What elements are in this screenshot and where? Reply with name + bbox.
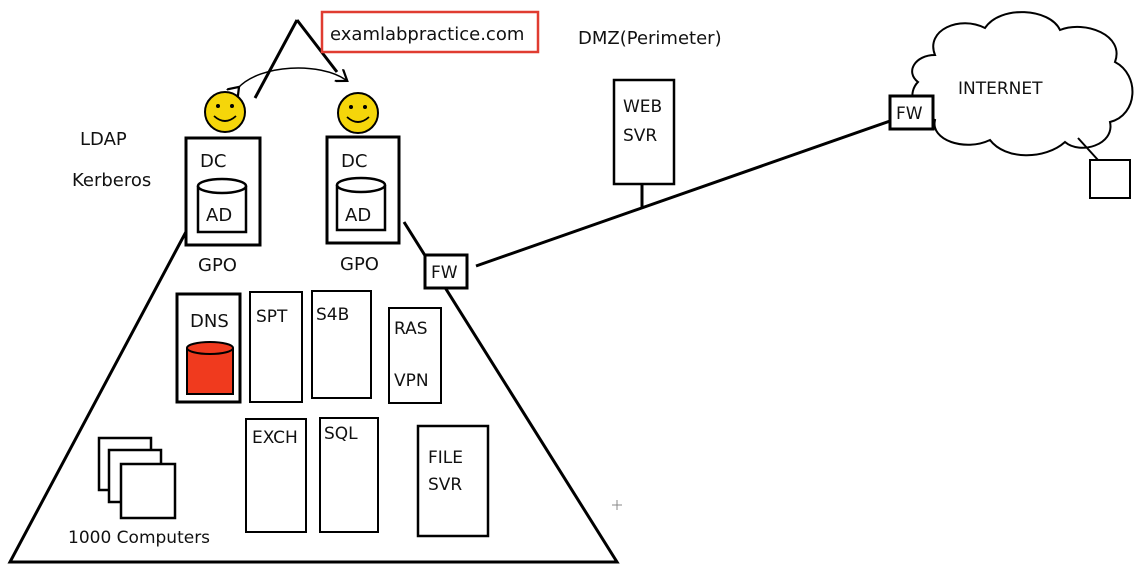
ras-vpn-server: RAS VPN [388,307,442,404]
dns-database-icon [186,341,234,395]
gpo-label-right: GPO [340,254,379,275]
ldap-label: LDAP [80,129,127,150]
s4b-server: S4B [311,290,372,399]
ras-label: RAS [394,319,428,339]
domain-controller-right: DC AD [325,135,401,245]
database-icon [335,176,387,232]
domain-controller-left: DC AD [184,136,262,247]
exch-label: EXCH [252,428,298,448]
dc-title: DC [341,151,367,172]
smiley-icon-left [204,91,246,133]
kerberos-label: Kerberos [72,170,151,191]
sql-server: SQL [319,417,379,533]
computers-stack-icon [97,436,177,520]
computers-label: 1000 Computers [68,528,210,548]
firewall-inner: FW [423,253,469,290]
remote-host-link [1077,137,1099,161]
s4b-label: S4B [316,305,349,325]
site-label: examlabpractice.com [330,24,524,45]
firewall-outer-label: FW [896,104,923,124]
dc-store-label: AD [345,205,371,226]
site-label-box [320,10,540,54]
replication-arrow [238,67,346,88]
file-label-line1: FILE [428,448,463,468]
dc-store-label: AD [206,205,232,226]
web-server: WEB SVR [612,78,676,186]
firewall-inner-label: FW [431,263,458,283]
sql-label: SQL [324,424,358,444]
internet-label: INTERNET [958,79,1043,99]
dc-title: DC [200,151,226,172]
web-label-line1: WEB [623,97,662,117]
firewall-outer: FW [888,94,935,131]
spt-label: SPT [256,307,288,327]
smiley-icon-right [337,92,379,134]
dns-server: DNS [175,292,242,404]
network-link [475,119,891,268]
exch-server: EXCH [245,418,307,533]
gpo-label-left: GPO [198,255,237,276]
dns-label: DNS [190,311,229,332]
file-server: FILE SVR [416,424,490,538]
file-label-line2: SVR [428,475,462,495]
web-label-line2: SVR [623,126,657,146]
database-icon [196,177,248,234]
cursor-crosshair-icon [612,500,622,510]
remote-host-box [1089,159,1131,199]
vpn-label: VPN [394,371,429,391]
network-boundary-triangle [7,19,620,564]
dmz-label: DMZ(Perimeter) [578,28,722,49]
spt-server: SPT [249,291,303,403]
